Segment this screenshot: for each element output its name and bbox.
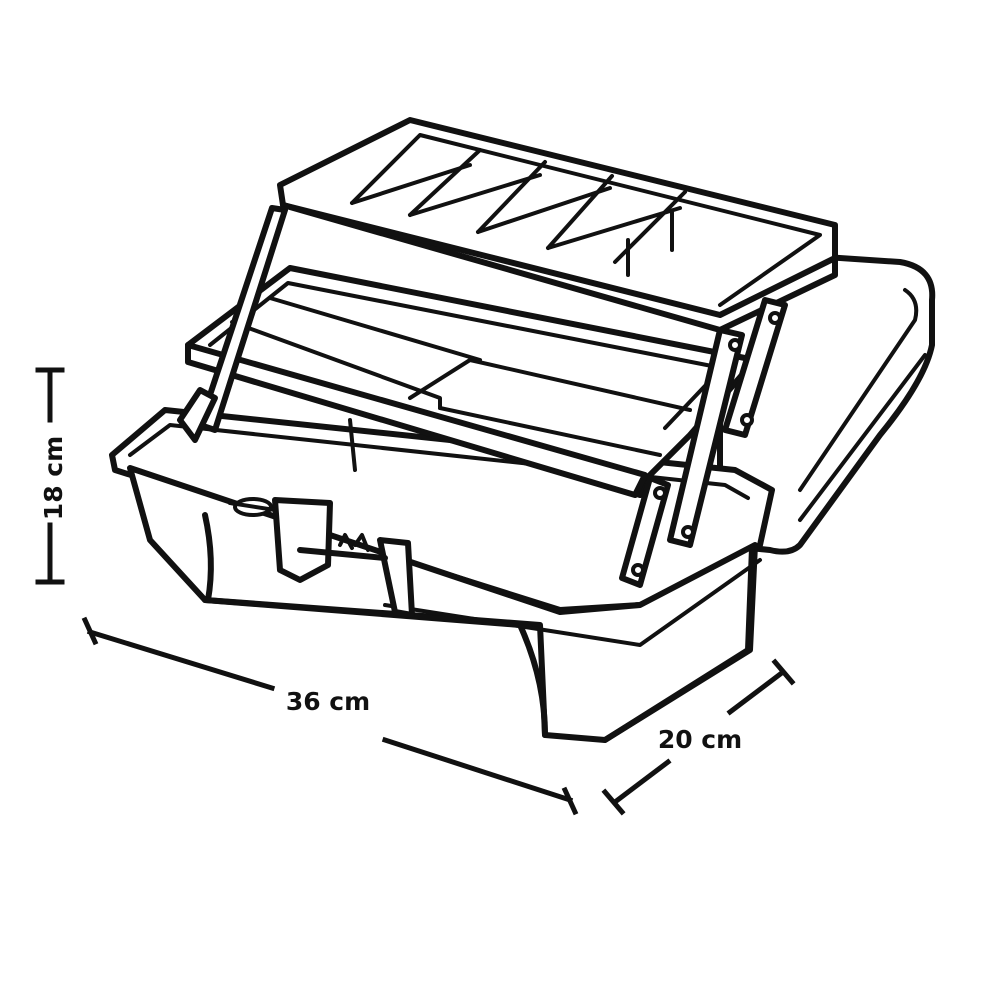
toolbox-latch (228, 497, 415, 618)
depth-label: 20 cm (658, 725, 742, 754)
length-dimension (81, 616, 579, 816)
lower-tray (185, 265, 758, 498)
height-dimension (35, 367, 65, 585)
cantilever-arms (177, 205, 788, 588)
height-label: 18 cm (39, 436, 68, 520)
upper-tray (277, 117, 838, 333)
toolbox-base (109, 407, 775, 743)
depth-dimension (601, 658, 796, 816)
length-label: 36 cm (286, 687, 370, 716)
